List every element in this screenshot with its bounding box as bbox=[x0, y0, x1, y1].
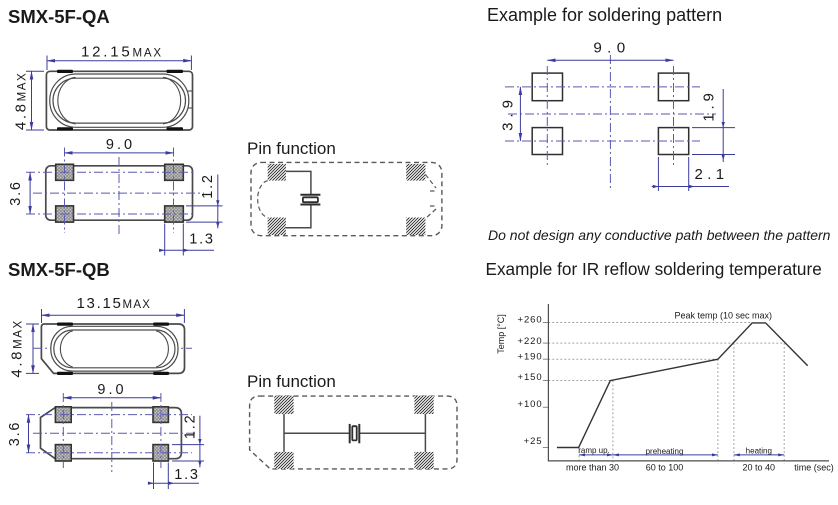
svg-text:more than 30: more than 30 bbox=[566, 463, 619, 473]
svg-text:Do not design any conductive p: Do not design any conductive path betwee… bbox=[488, 227, 831, 243]
svg-text:1.3: 1.3 bbox=[189, 232, 215, 248]
svg-text:preheating: preheating bbox=[646, 447, 684, 456]
svg-text:SMX-5F-QB: SMX-5F-QB bbox=[8, 259, 110, 280]
svg-text:20 to 40: 20 to 40 bbox=[743, 463, 776, 473]
svg-text:Pin function: Pin function bbox=[247, 372, 336, 391]
svg-text:+100: +100 bbox=[518, 399, 543, 410]
svg-text:9.0: 9.0 bbox=[593, 40, 630, 57]
svg-text:+25: +25 bbox=[524, 436, 543, 447]
svg-text:4.8MAX: 4.8MAX bbox=[13, 72, 30, 130]
svg-text:9.0: 9.0 bbox=[106, 137, 135, 153]
svg-text:heating: heating bbox=[746, 447, 772, 456]
svg-text:time (sec): time (sec) bbox=[794, 463, 834, 473]
svg-text:13.15MAX: 13.15MAX bbox=[77, 295, 152, 312]
svg-text:60 to 100: 60 to 100 bbox=[646, 463, 684, 473]
svg-text:3.6: 3.6 bbox=[7, 421, 23, 447]
svg-text:3.6: 3.6 bbox=[8, 180, 24, 206]
svg-text:Temp [°C]: Temp [°C] bbox=[496, 314, 506, 354]
svg-text:1.3: 1.3 bbox=[174, 467, 200, 483]
svg-text:ramp up.: ramp up. bbox=[578, 446, 610, 455]
svg-text:9.0: 9.0 bbox=[97, 382, 126, 398]
svg-text:1.2: 1.2 bbox=[183, 414, 199, 440]
svg-text:SMX-5F-QA: SMX-5F-QA bbox=[8, 6, 110, 27]
svg-text:+150: +150 bbox=[518, 372, 543, 383]
svg-text:Example for soldering pattern: Example for soldering pattern bbox=[487, 5, 722, 25]
svg-text:12.15MAX: 12.15MAX bbox=[81, 44, 163, 61]
svg-text:+260: +260 bbox=[518, 314, 543, 325]
svg-text:2.1: 2.1 bbox=[694, 166, 728, 183]
svg-text:4.8MAX: 4.8MAX bbox=[9, 319, 26, 377]
svg-text:+220: +220 bbox=[518, 336, 543, 347]
svg-text:1.2: 1.2 bbox=[200, 173, 216, 199]
svg-text:1.9: 1.9 bbox=[701, 89, 718, 121]
svg-text:+190: +190 bbox=[518, 351, 543, 362]
svg-text:3.9: 3.9 bbox=[500, 95, 517, 131]
svg-text:Example for IR reflow solderin: Example for IR reflow soldering temperat… bbox=[486, 259, 822, 279]
svg-text:Pin function: Pin function bbox=[247, 139, 336, 158]
svg-text:Peak temp (10 sec max): Peak temp (10 sec max) bbox=[675, 311, 773, 321]
